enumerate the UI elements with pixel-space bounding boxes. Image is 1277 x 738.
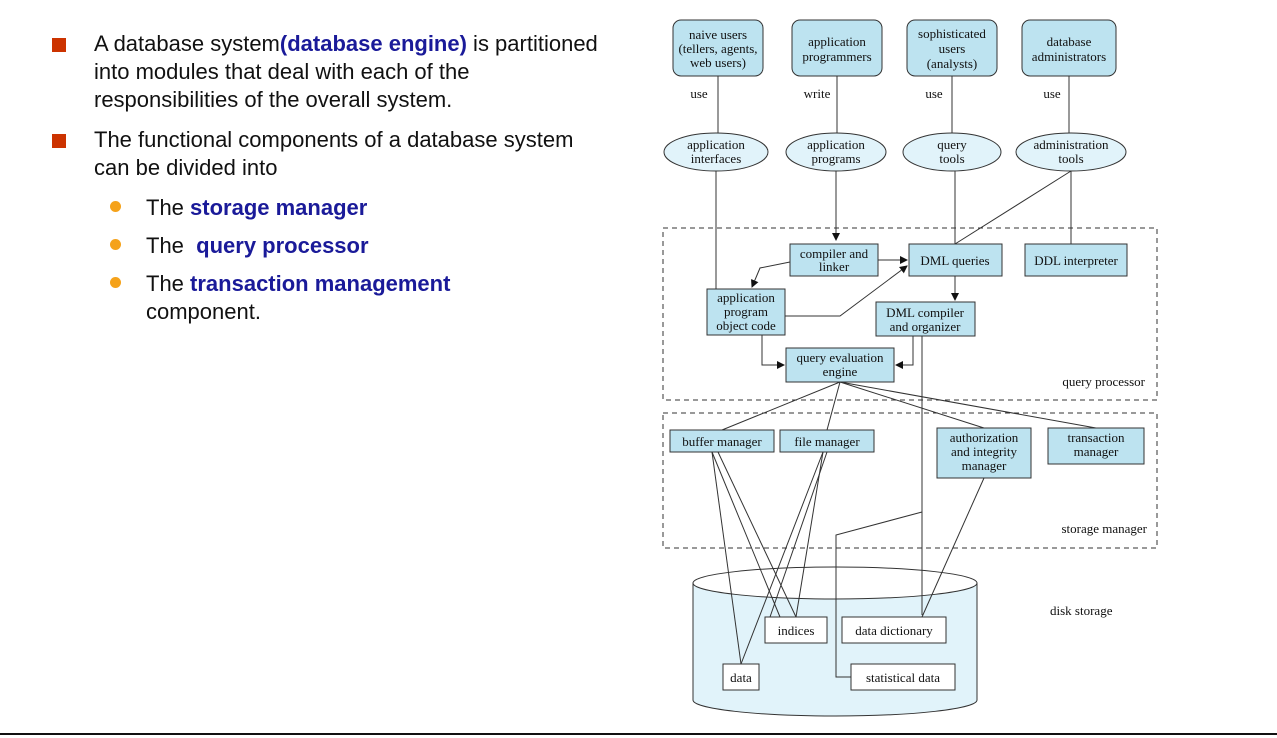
highlight-text: query processor: [196, 233, 369, 258]
bullet-item: The functional components of a database …: [48, 126, 608, 182]
box-authorization-manager: authorization and integrity manager: [936, 427, 1032, 479]
svg-text:transaction: transaction: [1067, 430, 1125, 445]
box-file-manager: file manager: [779, 429, 875, 453]
verb-label: use: [925, 86, 943, 101]
bullet-text: is partitioned into modules that deal wi…: [94, 31, 598, 112]
storage-manager-region: [662, 412, 1158, 549]
svg-text:database: database: [1047, 34, 1092, 49]
sub-bullet-item: The transaction management component.: [48, 270, 608, 326]
svg-text:linker: linker: [819, 259, 850, 274]
svg-text:program: program: [724, 304, 768, 319]
svg-text:tools: tools: [939, 151, 964, 166]
user-dba: database administrators: [1021, 19, 1117, 77]
box-data-dictionary: data dictionary: [841, 616, 947, 644]
svg-text:authorization: authorization: [950, 430, 1019, 445]
square-bullet-icon: [52, 134, 66, 148]
svg-text:administration: administration: [1033, 137, 1109, 152]
svg-text:programmers: programmers: [802, 49, 871, 64]
svg-text:data: data: [730, 670, 752, 685]
svg-text:application: application: [687, 137, 745, 152]
tool-app-programs: application programs: [785, 132, 887, 172]
dot-bullet-icon: [110, 239, 121, 250]
bullet-item: A database system(database engine) is pa…: [48, 30, 608, 114]
svg-text:DDL interpreter: DDL interpreter: [1034, 253, 1118, 268]
svg-text:DML queries: DML queries: [920, 253, 989, 268]
dot-bullet-icon: [110, 277, 121, 288]
storage-manager-label: storage manager: [1061, 521, 1147, 536]
svg-text:data dictionary: data dictionary: [855, 623, 933, 638]
highlight-text: transaction management: [190, 271, 451, 296]
highlight-text: storage manager: [190, 195, 368, 220]
box-buffer-manager: buffer manager: [669, 429, 775, 453]
svg-text:compiler and: compiler and: [800, 246, 869, 261]
svg-text:programs: programs: [811, 151, 860, 166]
box-data: data: [722, 663, 760, 691]
verb-label: write: [804, 86, 831, 101]
svg-text:object code: object code: [716, 318, 776, 333]
svg-text:administrators: administrators: [1032, 49, 1106, 64]
svg-text:web users): web users): [690, 55, 746, 70]
svg-text:application: application: [808, 34, 866, 49]
svg-text:and integrity: and integrity: [951, 444, 1018, 459]
query-processor-label: query processor: [1062, 374, 1145, 389]
query-processor-region: [662, 227, 1158, 401]
user-sophisticated: sophisticated users (analysts): [906, 19, 998, 77]
svg-text:(tellers, agents,: (tellers, agents,: [678, 41, 757, 56]
tool-admin-tools: administration tools: [1015, 132, 1127, 172]
svg-text:buffer manager: buffer manager: [682, 434, 762, 449]
svg-text:file manager: file manager: [794, 434, 860, 449]
bullet-list: A database system(database engine) is pa…: [48, 30, 608, 336]
bullet-text: The functional components of a database …: [94, 127, 574, 180]
svg-text:interfaces: interfaces: [691, 151, 742, 166]
tool-query-tools: query tools: [902, 132, 1002, 172]
box-transaction-manager: transaction manager: [1047, 427, 1145, 465]
sub-bullet-text: The: [146, 195, 191, 220]
box-query-eval-engine: query evaluation engine: [785, 347, 895, 383]
box-ddl-interpreter: DDL interpreter: [1024, 243, 1128, 277]
svg-text:DML compiler: DML compiler: [886, 305, 965, 320]
svg-text:indices: indices: [778, 623, 815, 638]
tool-app-interfaces: application interfaces: [663, 132, 769, 172]
sub-bullet-text: The: [146, 271, 191, 296]
highlight-text: (database engine): [279, 31, 467, 56]
box-indices: indices: [764, 616, 828, 644]
box-statistical-data: statistical data: [850, 663, 956, 691]
verb-label: use: [1043, 86, 1061, 101]
sub-bullet-text: The: [146, 233, 197, 258]
svg-text:statistical data: statistical data: [866, 670, 940, 685]
svg-text:application: application: [717, 290, 775, 305]
svg-text:sophisticated: sophisticated: [918, 26, 986, 41]
user-app-programmers: application programmers: [791, 19, 883, 77]
svg-text:manager: manager: [962, 458, 1007, 473]
svg-text:(analysts): (analysts): [927, 56, 978, 71]
sub-bullet-item: The storage manager: [48, 194, 608, 222]
svg-text:users: users: [939, 41, 966, 56]
svg-text:application: application: [807, 137, 865, 152]
square-bullet-icon: [52, 38, 66, 52]
bullet-text: A database system: [94, 31, 280, 56]
disk-storage-label: disk storage: [1050, 603, 1113, 618]
svg-text:tools: tools: [1058, 151, 1083, 166]
sub-bullet-text: component.: [146, 299, 261, 324]
dot-bullet-icon: [110, 201, 121, 212]
user-naive: naive users (tellers, agents, web users): [672, 19, 764, 77]
box-object-code: application program object code: [706, 288, 786, 336]
box-dml-compiler: DML compiler and organizer: [875, 301, 976, 337]
verb-label: use: [690, 86, 708, 101]
svg-text:manager: manager: [1074, 444, 1119, 459]
box-dml-queries: DML queries: [908, 243, 1003, 277]
svg-text:naive users: naive users: [689, 27, 747, 42]
box-compiler-linker: compiler and linker: [789, 243, 879, 277]
svg-text:engine: engine: [823, 364, 858, 379]
svg-text:and organizer: and organizer: [890, 319, 962, 334]
svg-text:query evaluation: query evaluation: [797, 350, 884, 365]
footer-divider: [0, 733, 1277, 735]
sub-bullet-item: The query processor: [48, 232, 608, 260]
svg-text:query: query: [937, 137, 967, 152]
